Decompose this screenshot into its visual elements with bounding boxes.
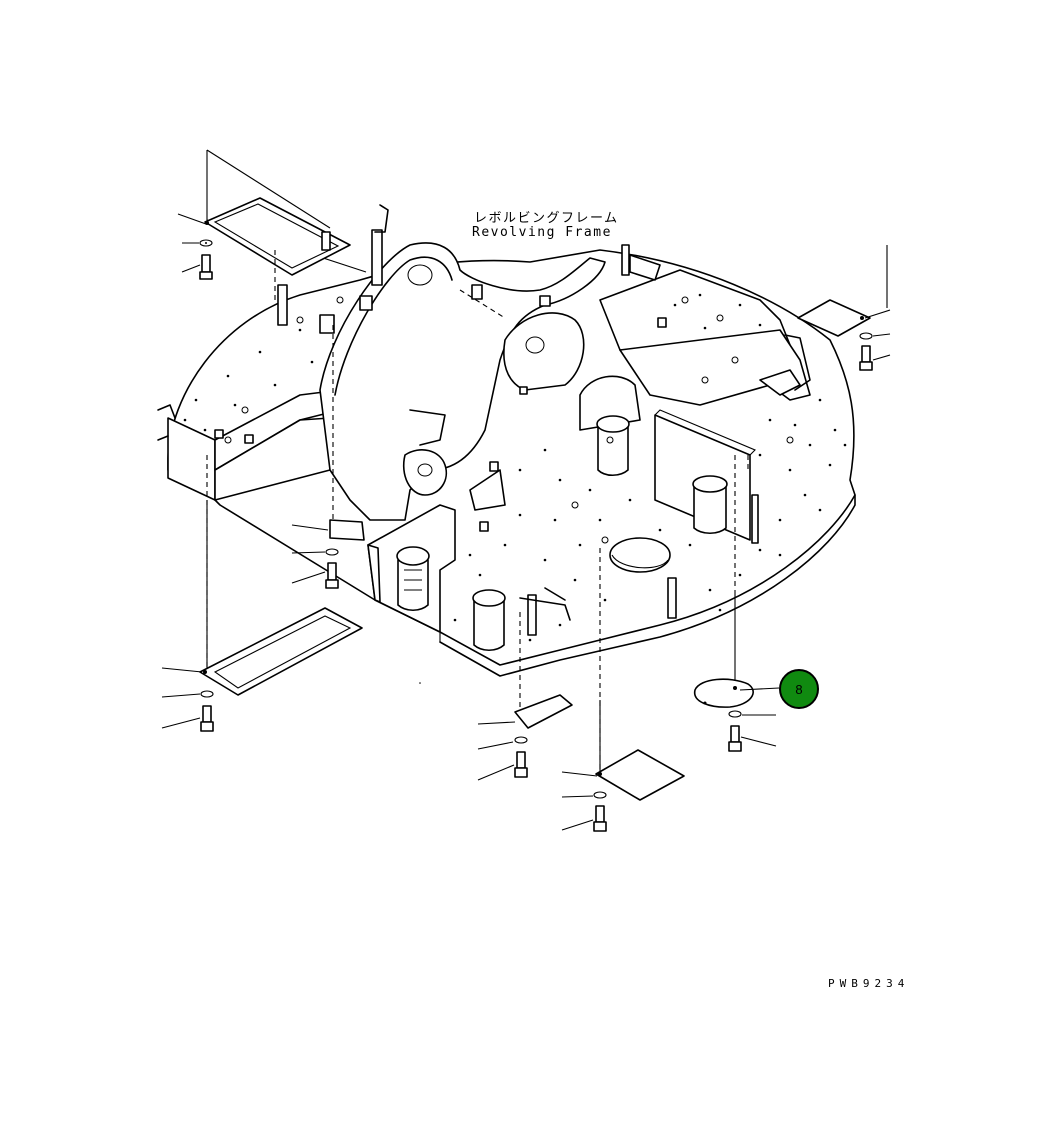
right-top-cover-assembly	[797, 299, 891, 371]
frame-title-english: Revolving Frame	[472, 225, 612, 240]
top-left-cover-assembly	[177, 149, 367, 280]
bottom-left-cover-assembly	[161, 455, 363, 732]
bottom-center-cover-assembly	[477, 612, 573, 781]
center-left-cover-assembly	[291, 325, 365, 589]
drawing-code: PWB9234	[828, 977, 910, 990]
frame-title-japanese: レボルビングフレーム	[474, 211, 619, 226]
part-callout-8[interactable]: 8	[779, 669, 819, 709]
bottom-right-cover-assembly	[561, 548, 685, 832]
part-8-cover-assembly	[694, 455, 780, 752]
callout-number: 8	[795, 681, 803, 697]
revolving-frame	[157, 204, 856, 677]
